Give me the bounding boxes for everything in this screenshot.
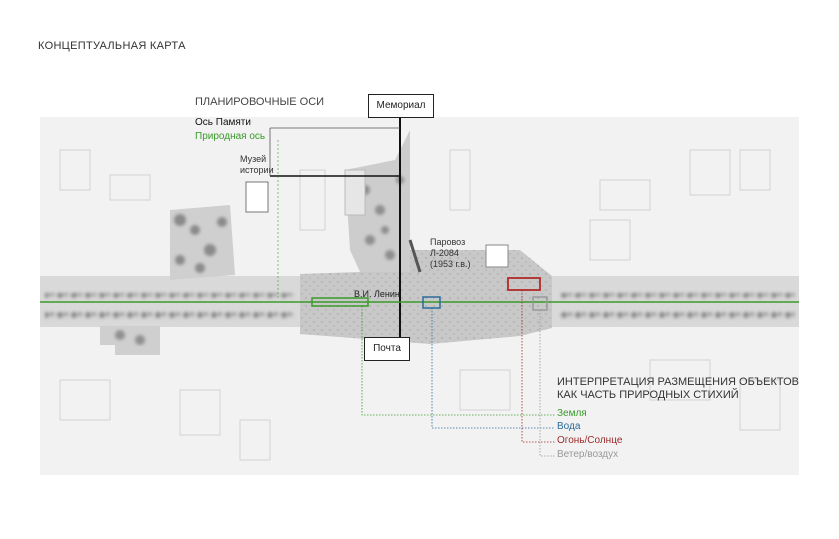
earth-marker xyxy=(311,297,369,307)
lenin-label: В.И. Ленин xyxy=(354,289,400,299)
memory-axis xyxy=(269,116,401,337)
axes-heading: ПЛАНИРОВОЧНЫЕ ОСИ xyxy=(195,96,325,108)
tree-rows xyxy=(45,293,795,320)
legend-water: Вода xyxy=(557,421,581,432)
museum-label: Музей истории xyxy=(240,154,274,175)
legend-fire: Огонь/Солнце xyxy=(557,435,623,446)
interpretation-heading: ИНТЕРПРЕТАЦИЯ РАЗМЕЩЕНИЯ ОБЪЕКТОВ КАК ЧА… xyxy=(557,376,799,401)
memorial-park xyxy=(345,130,410,272)
page-title: КОНЦЕПТУАЛЬНАЯ КАРТА xyxy=(38,40,186,52)
memory-axis-label: Ось Памяти xyxy=(195,117,251,128)
water-marker xyxy=(422,296,441,309)
memorial-label-box: Мемориал xyxy=(368,94,434,118)
sw-block xyxy=(100,326,160,355)
museum-building xyxy=(245,181,269,213)
nature-axis xyxy=(40,140,799,303)
locomotive-label: Паровоз Л-2084 (1953 г.в.) xyxy=(430,237,471,269)
legend-wind: Ветер/воздух xyxy=(557,449,619,460)
locomotive-building xyxy=(485,244,509,268)
fire-marker xyxy=(507,277,541,291)
context-buildings xyxy=(59,149,781,461)
nature-axis-label: Природная ось xyxy=(195,131,266,142)
legend-earth: Земля xyxy=(557,408,587,419)
legend-leaders xyxy=(361,290,555,457)
post-label-box: Почта xyxy=(364,337,410,361)
